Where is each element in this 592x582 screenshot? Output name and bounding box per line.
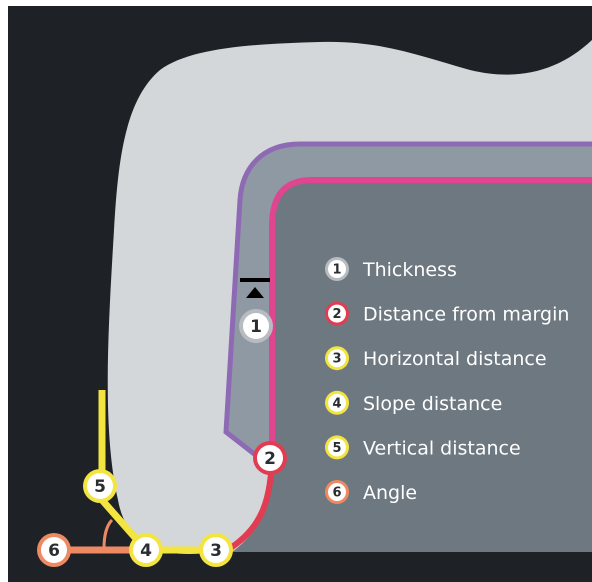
marker-1: 1	[239, 309, 273, 343]
marker-4: 4	[129, 533, 163, 567]
legend-item-4-badge: 4	[325, 391, 349, 415]
marker-6-number: 6	[48, 541, 60, 561]
legend-item-6-badge: 6	[325, 480, 349, 504]
marker-1-number: 1	[250, 317, 262, 337]
legend-item-4-badge-number: 4	[332, 396, 341, 411]
marker-3: 3	[199, 533, 233, 567]
marker-3-number: 3	[210, 541, 222, 561]
thickness-indicator-bar	[240, 278, 270, 282]
legend-item-2-label: Distance from margin	[363, 304, 569, 326]
legend-item-1-label: Thickness	[362, 259, 457, 281]
marker-5-number: 5	[94, 477, 106, 497]
legend-item-3-badge-number: 3	[332, 352, 341, 367]
legend-item-5-badge: 5	[325, 435, 349, 459]
legend-item-2-badge-number: 2	[332, 307, 341, 322]
legend-item-6-label: Angle	[363, 482, 417, 504]
legend-item-3-label: Horizontal distance	[363, 348, 547, 370]
marker-2-number: 2	[264, 449, 276, 469]
legend-item-1-badge-number: 1	[332, 263, 341, 278]
legend-item-5-label: Vertical distance	[363, 437, 521, 459]
legend-item-6-badge-number: 6	[332, 486, 341, 501]
marker-4-number: 4	[140, 541, 152, 561]
marker-6: 6	[37, 533, 71, 567]
legend-item-1-badge: 1	[325, 257, 349, 281]
legend-item-4-label: Slope distance	[363, 393, 502, 415]
legend-item-5-badge-number: 5	[332, 441, 341, 456]
marker-5: 5	[83, 469, 117, 503]
legend-item-2-badge: 2	[325, 302, 349, 326]
legend-item-3-badge: 3	[325, 346, 349, 370]
marker-2: 2	[253, 441, 287, 475]
